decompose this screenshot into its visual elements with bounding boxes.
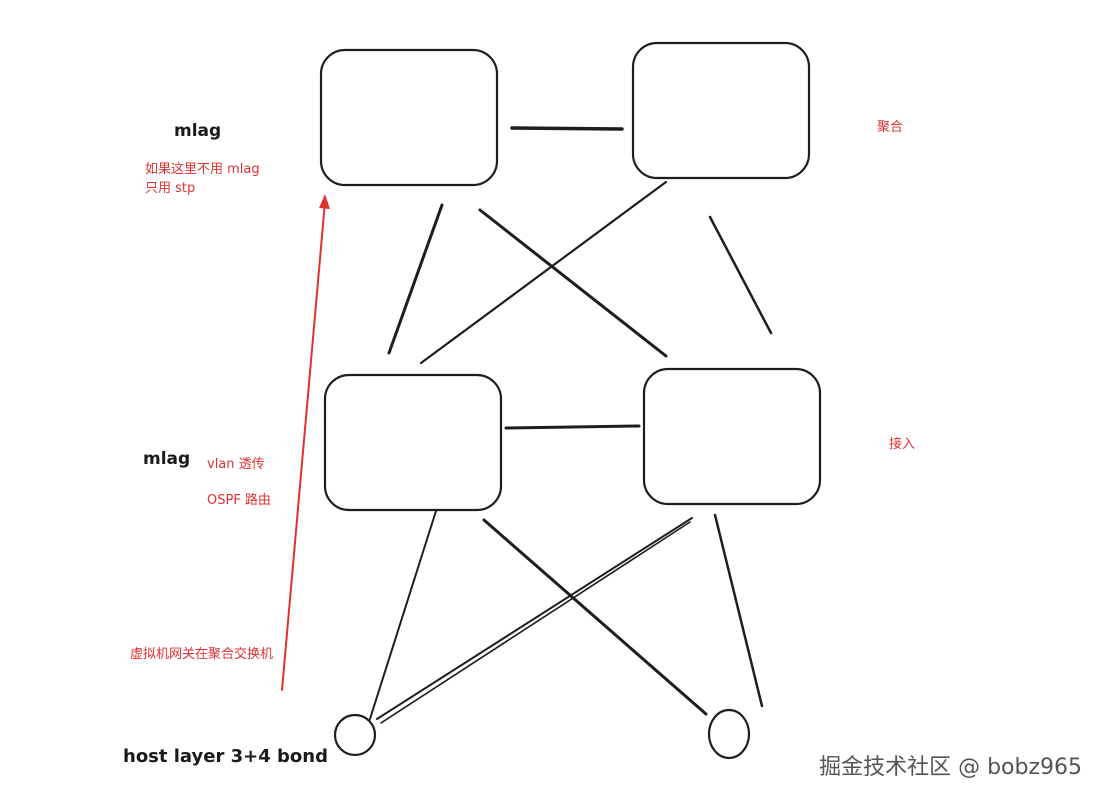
host-bond-label: host layer 3+4 bond (123, 746, 328, 767)
host-right (707, 708, 751, 760)
mlag-label-top: mlag (174, 121, 221, 141)
ospf-routing-label: OSPF 路由 (207, 492, 271, 508)
access-layer-label: 接入 (889, 436, 915, 452)
link-accl-host2 (482, 518, 708, 716)
access-peer-link (504, 424, 641, 430)
link-aggl-accr (478, 208, 668, 358)
host-left (333, 713, 377, 757)
link-accr-host2 (713, 513, 764, 708)
link-aggl-accl (387, 203, 444, 355)
link-accr-host1-second-stroke (380, 521, 691, 724)
red-arrow-shaft (281, 201, 326, 691)
access-switch-left (323, 373, 503, 512)
note-no-mlag-line2: 只用 stp (145, 181, 195, 196)
link-aggr-accr (708, 215, 773, 335)
vm-gateway-label: 虚拟机网关在聚合交换机 (130, 646, 273, 662)
link-aggr-accl (419, 180, 668, 365)
link-accr-host1 (376, 517, 693, 720)
vlan-passthrough-label: vlan 透传 (207, 457, 265, 472)
note-no-mlag-line1: 如果这里不用 mlag (145, 161, 260, 177)
aggregation-peer-link (510, 126, 624, 131)
access-switch-right (642, 367, 822, 506)
aggregation-layer-label: 聚合 (877, 120, 903, 135)
watermark: 掘金技术社区 @ bobz965 (819, 755, 1082, 780)
aggregation-switch-left (319, 48, 499, 187)
link-accl-host1 (368, 510, 437, 723)
mlag-label-bottom: mlag (143, 449, 190, 469)
red-arrow-head (319, 194, 330, 209)
aggregation-switch-right (631, 41, 811, 180)
